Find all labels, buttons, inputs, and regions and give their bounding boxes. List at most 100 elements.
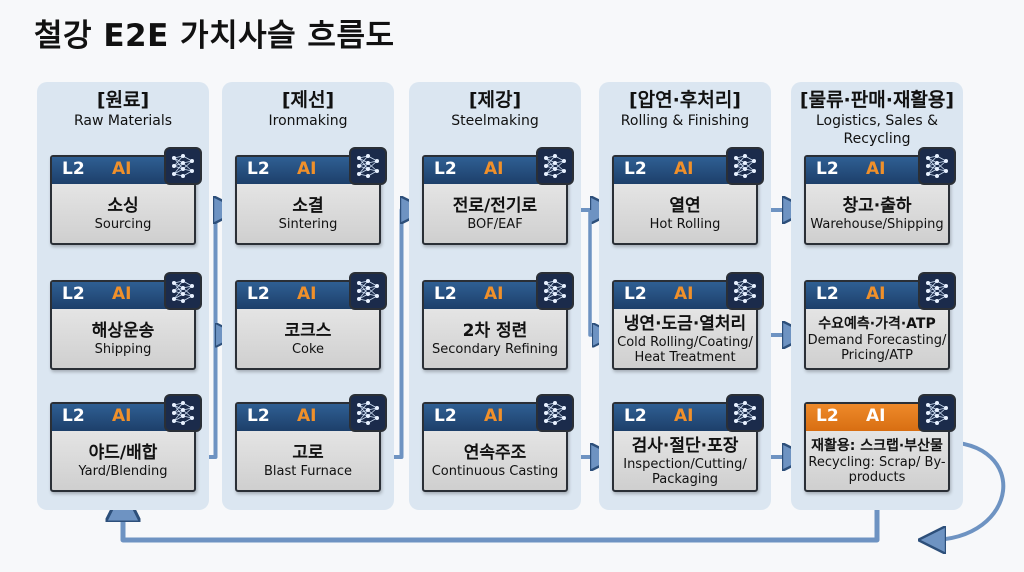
card-title-en: Sintering [278,217,338,232]
l2-label: L2 [434,406,457,426]
ai-label: AI [112,284,132,304]
column-title-en: Steelmaking [451,113,539,129]
ai-label: AI [866,159,886,179]
column-title-en: Logistics, Sales & Recycling [815,113,939,147]
card-title-en: Yard/Blending [78,464,168,479]
l2-label: L2 [434,159,457,179]
neural-network-icon [349,272,387,310]
column-title-ko: [물류·판매·재활용] [799,89,955,111]
l2-label: L2 [62,284,85,304]
ai-label: AI [866,284,886,304]
column-title-en: Raw Materials [73,113,173,129]
l2-label: L2 [816,284,839,304]
neural-network-icon [349,147,387,185]
ai-label: AI [112,406,132,426]
column-title-ko: [원료] [96,89,150,111]
return-arrow [123,492,880,543]
neural-network-icon [726,394,764,432]
card-title-ko: 수요예측·가격·ATP [818,316,936,332]
card-title-ko: 연속주조 [463,443,527,463]
card-title-en: Blast Furnace [264,464,352,479]
neural-network-icon [164,147,202,185]
l2-label: L2 [247,284,270,304]
card-title-ko: 야드/배합 [88,443,158,463]
l2-label: L2 [62,406,85,426]
l2-label: L2 [816,159,839,179]
neural-network-icon [726,147,764,185]
column-header: [물류·판매·재활용]Logistics, Sales & Recycling [791,88,963,148]
ai-label: AI [484,406,504,426]
ai-label: AI [674,406,694,426]
card-title-ko: 2차 정련 [462,321,528,341]
recycle-loop-arrow [930,440,1006,540]
ai-label: AI [297,159,317,179]
column-header: [제강]Steelmaking [409,88,581,130]
column-title-ko: [제선] [281,89,335,111]
neural-network-icon [536,394,574,432]
card-title-ko: 재활용: 스크랩·부산물 [811,438,943,454]
card-title-ko: 검사·절단·포장 [631,435,739,456]
l2-label: L2 [247,159,270,179]
l2-label: L2 [816,406,839,426]
card-title-ko: 소결 [292,196,324,216]
card-title-en: Warehouse/Shipping [810,217,944,232]
card-title-en: Recycling: Scrap/ By-products [808,455,946,485]
ai-label: AI [484,159,504,179]
ai-label: AI [866,406,886,426]
neural-network-icon [918,147,956,185]
card-title-ko: 냉연·도금·열처리 [623,313,747,334]
neural-network-icon [164,272,202,310]
l2-label: L2 [247,406,270,426]
card-title-en: Sourcing [94,217,152,232]
column-header: [압연·후처리] Rolling & Finishing [599,88,771,130]
card-title-ko: 열연 [669,196,701,216]
card-title-en: Shipping [94,342,152,357]
ai-label: AI [674,159,694,179]
ai-label: AI [112,159,132,179]
neural-network-icon [164,394,202,432]
card-title-ko: 소싱 [107,196,139,216]
card-title-en: Hot Rolling [649,217,721,232]
ai-label: AI [297,284,317,304]
neural-network-icon [536,272,574,310]
card-title-en: Inspection/Cutting/ Packaging [623,456,747,487]
ai-label: AI [484,284,504,304]
column-title-en: Rolling & Finishing [620,113,750,129]
card-title-ko: 코크스 [284,321,332,341]
card-title-ko: 해상운송 [91,321,155,341]
card-title-en: Cold Rolling/Coating/ Heat Treatment [617,334,753,365]
neural-network-icon [918,394,956,432]
column-title-ko: [압연·후처리] [629,89,741,111]
l2-label: L2 [434,284,457,304]
l2-label: L2 [624,406,647,426]
neural-network-icon [726,272,764,310]
card-title-ko: 창고·출하 [842,196,912,216]
ai-label: AI [674,284,694,304]
